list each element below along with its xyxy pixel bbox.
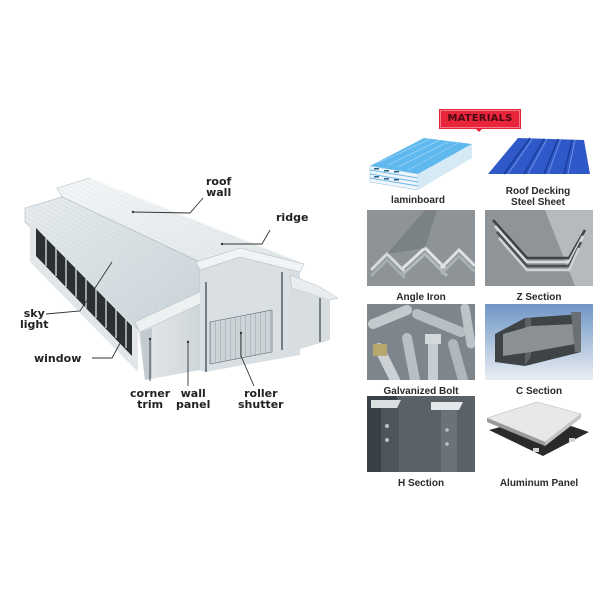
material-tile-c-section: C Section [485, 304, 593, 398]
laminboard-image [364, 130, 472, 190]
galvanized-bolt-image [367, 304, 475, 380]
steel-building-illustration [24, 177, 339, 387]
aluminum-panel-image [485, 396, 593, 472]
material-label-angle-iron: Angle Iron [396, 292, 446, 303]
material-tile-aluminum-panel: Aluminum Panel [485, 396, 593, 490]
z-section-image [485, 210, 593, 286]
steel-building-diagram: roof wall ridge sky light window corner … [20, 175, 339, 411]
material-label-aluminum-panel: Aluminum Panel [499, 478, 579, 489]
materials-panel: MATERIALS laminboard [360, 100, 600, 500]
label-corner-trim: corner trim [130, 387, 171, 411]
material-tile-angle-iron: Angle Iron [367, 210, 475, 304]
label-window: window [34, 352, 82, 365]
label-wall-panel: wall panel [176, 387, 211, 411]
label-ridge: ridge [276, 211, 309, 224]
badge-pointer [475, 128, 483, 132]
label-roof-wall: roof wall [206, 175, 232, 199]
angle-iron-image [367, 210, 475, 286]
material-label-z-section: Z Section [516, 292, 562, 303]
material-tile-h-section: H Section [367, 396, 475, 490]
label-sky-light: sky light [20, 307, 49, 331]
c-section-image [485, 304, 593, 380]
material-tile-galvanized-bolt: Galvanized Bolt [367, 304, 475, 398]
annex-roof [289, 274, 339, 301]
material-tile-roof-decking: Roof Decking Steel Sheet [484, 130, 592, 208]
material-label-laminboard: laminboard [391, 195, 445, 206]
label-roller-shutter: roller shutter [238, 387, 284, 411]
material-label-galvanized-bolt: Galvanized Bolt [383, 386, 459, 397]
materials-badge: MATERIALS [439, 109, 521, 129]
material-label-c-section: C Section [515, 386, 563, 397]
material-tile-laminboard: laminboard [364, 130, 472, 208]
material-label-h-section: H Section [397, 478, 445, 489]
material-label-roof-decking: Roof Decking Steel Sheet [505, 186, 571, 208]
h-section-image [367, 396, 475, 472]
front-lower-wall [138, 302, 200, 380]
roof-decking-image [484, 130, 592, 178]
material-tile-z-section: Z Section [485, 210, 593, 304]
side-window-band [36, 228, 132, 356]
